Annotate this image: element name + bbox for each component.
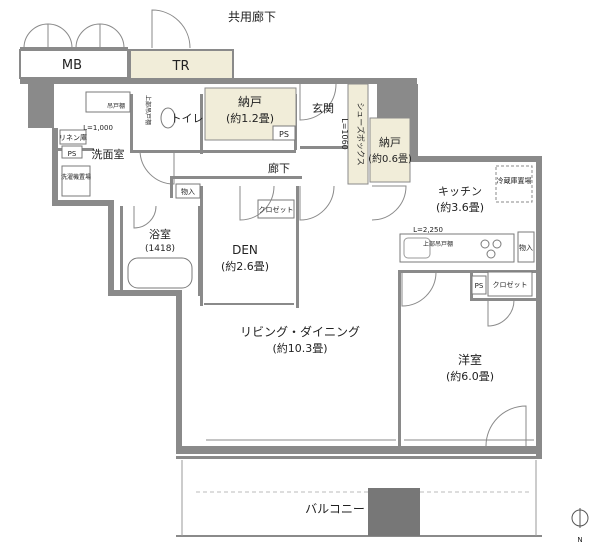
interior-walls xyxy=(54,83,538,450)
washroom-dim: L=1,000 xyxy=(83,124,113,132)
western-closet xyxy=(487,271,533,297)
stove-icon xyxy=(480,239,502,259)
shoe-box-dim: L=1060 xyxy=(340,118,349,150)
kitchen-dim: L=2,250 xyxy=(413,226,443,234)
kitchen-storage xyxy=(517,231,535,263)
living-size: (約10.3畳) xyxy=(272,341,327,355)
tr-box: TR xyxy=(129,49,234,80)
entrance-label: 玄関 xyxy=(312,101,334,115)
storage1-ps-label: PS xyxy=(279,130,289,139)
north-arrow-icon: N xyxy=(571,508,589,544)
den-closet xyxy=(257,199,295,219)
western-label: 洋室 xyxy=(458,352,482,367)
north-label: N xyxy=(577,536,582,544)
shoe-box-label: シューズボックス xyxy=(356,102,366,165)
mb-box: MB xyxy=(19,49,129,79)
storage2-label: 納戸 xyxy=(379,136,401,149)
western-closet-label: クロゼット xyxy=(493,280,528,289)
washer-label: 洗濯機置場 xyxy=(61,173,91,181)
western-size: (約6.0畳) xyxy=(446,369,494,383)
washroom-ps-label: PS xyxy=(68,150,77,158)
storage1-label: 納戸 xyxy=(238,95,262,109)
den-size: (約2.6畳) xyxy=(221,259,269,273)
interior-doors xyxy=(133,83,527,447)
washer-space xyxy=(61,165,91,197)
kitchen-label: キッチン xyxy=(438,185,482,198)
fridge-label: 冷蔵庫置場 xyxy=(497,176,532,185)
tr-label: TR xyxy=(172,59,190,74)
toilet-label: トイレ xyxy=(171,112,204,125)
western-ps-label: PS xyxy=(475,282,484,290)
toilet-cabinet-label: 上部吊戸棚 xyxy=(144,95,152,125)
storage1-size: (約1.2畳) xyxy=(226,111,274,125)
washroom-storage-label: 物入 xyxy=(181,187,195,196)
bathtub-icon xyxy=(127,257,193,289)
mb-label: MB xyxy=(62,58,82,73)
toilet-icon xyxy=(160,107,176,129)
washroom-ps xyxy=(61,145,83,159)
mb-doors xyxy=(20,23,128,49)
balcony-label: バルコニー xyxy=(305,502,365,516)
tr-door xyxy=(151,9,191,49)
living-label: リビング・ダイニング xyxy=(240,324,360,339)
washroom-storage xyxy=(175,183,201,199)
corridor-label: 共用廊下 xyxy=(228,9,276,24)
kitchen-size: (約3.6畳) xyxy=(436,200,484,214)
kitchen-cabinet-label: 上部吊戸棚 xyxy=(423,240,453,248)
bath-label: 浴室 xyxy=(149,227,171,241)
washroom-sink xyxy=(85,91,131,113)
washroom-label: 洗面室 xyxy=(92,147,125,161)
linen-label: リネン庫 xyxy=(59,133,87,142)
balcony-area xyxy=(176,456,542,537)
bath-size: (1418) xyxy=(145,244,175,254)
western-ps xyxy=(471,275,487,295)
washroom-cabinet-label: 吊戸棚 xyxy=(107,102,125,110)
kitchen-storage-label: 物入 xyxy=(519,243,533,252)
fridge-space xyxy=(495,165,533,203)
linen-closet xyxy=(59,129,87,145)
hallway-label: 廊下 xyxy=(268,161,290,175)
den-label: DEN xyxy=(232,243,258,257)
storage2-size: (約0.6畳) xyxy=(368,152,412,165)
den-closet-label: クロゼット xyxy=(259,205,294,214)
